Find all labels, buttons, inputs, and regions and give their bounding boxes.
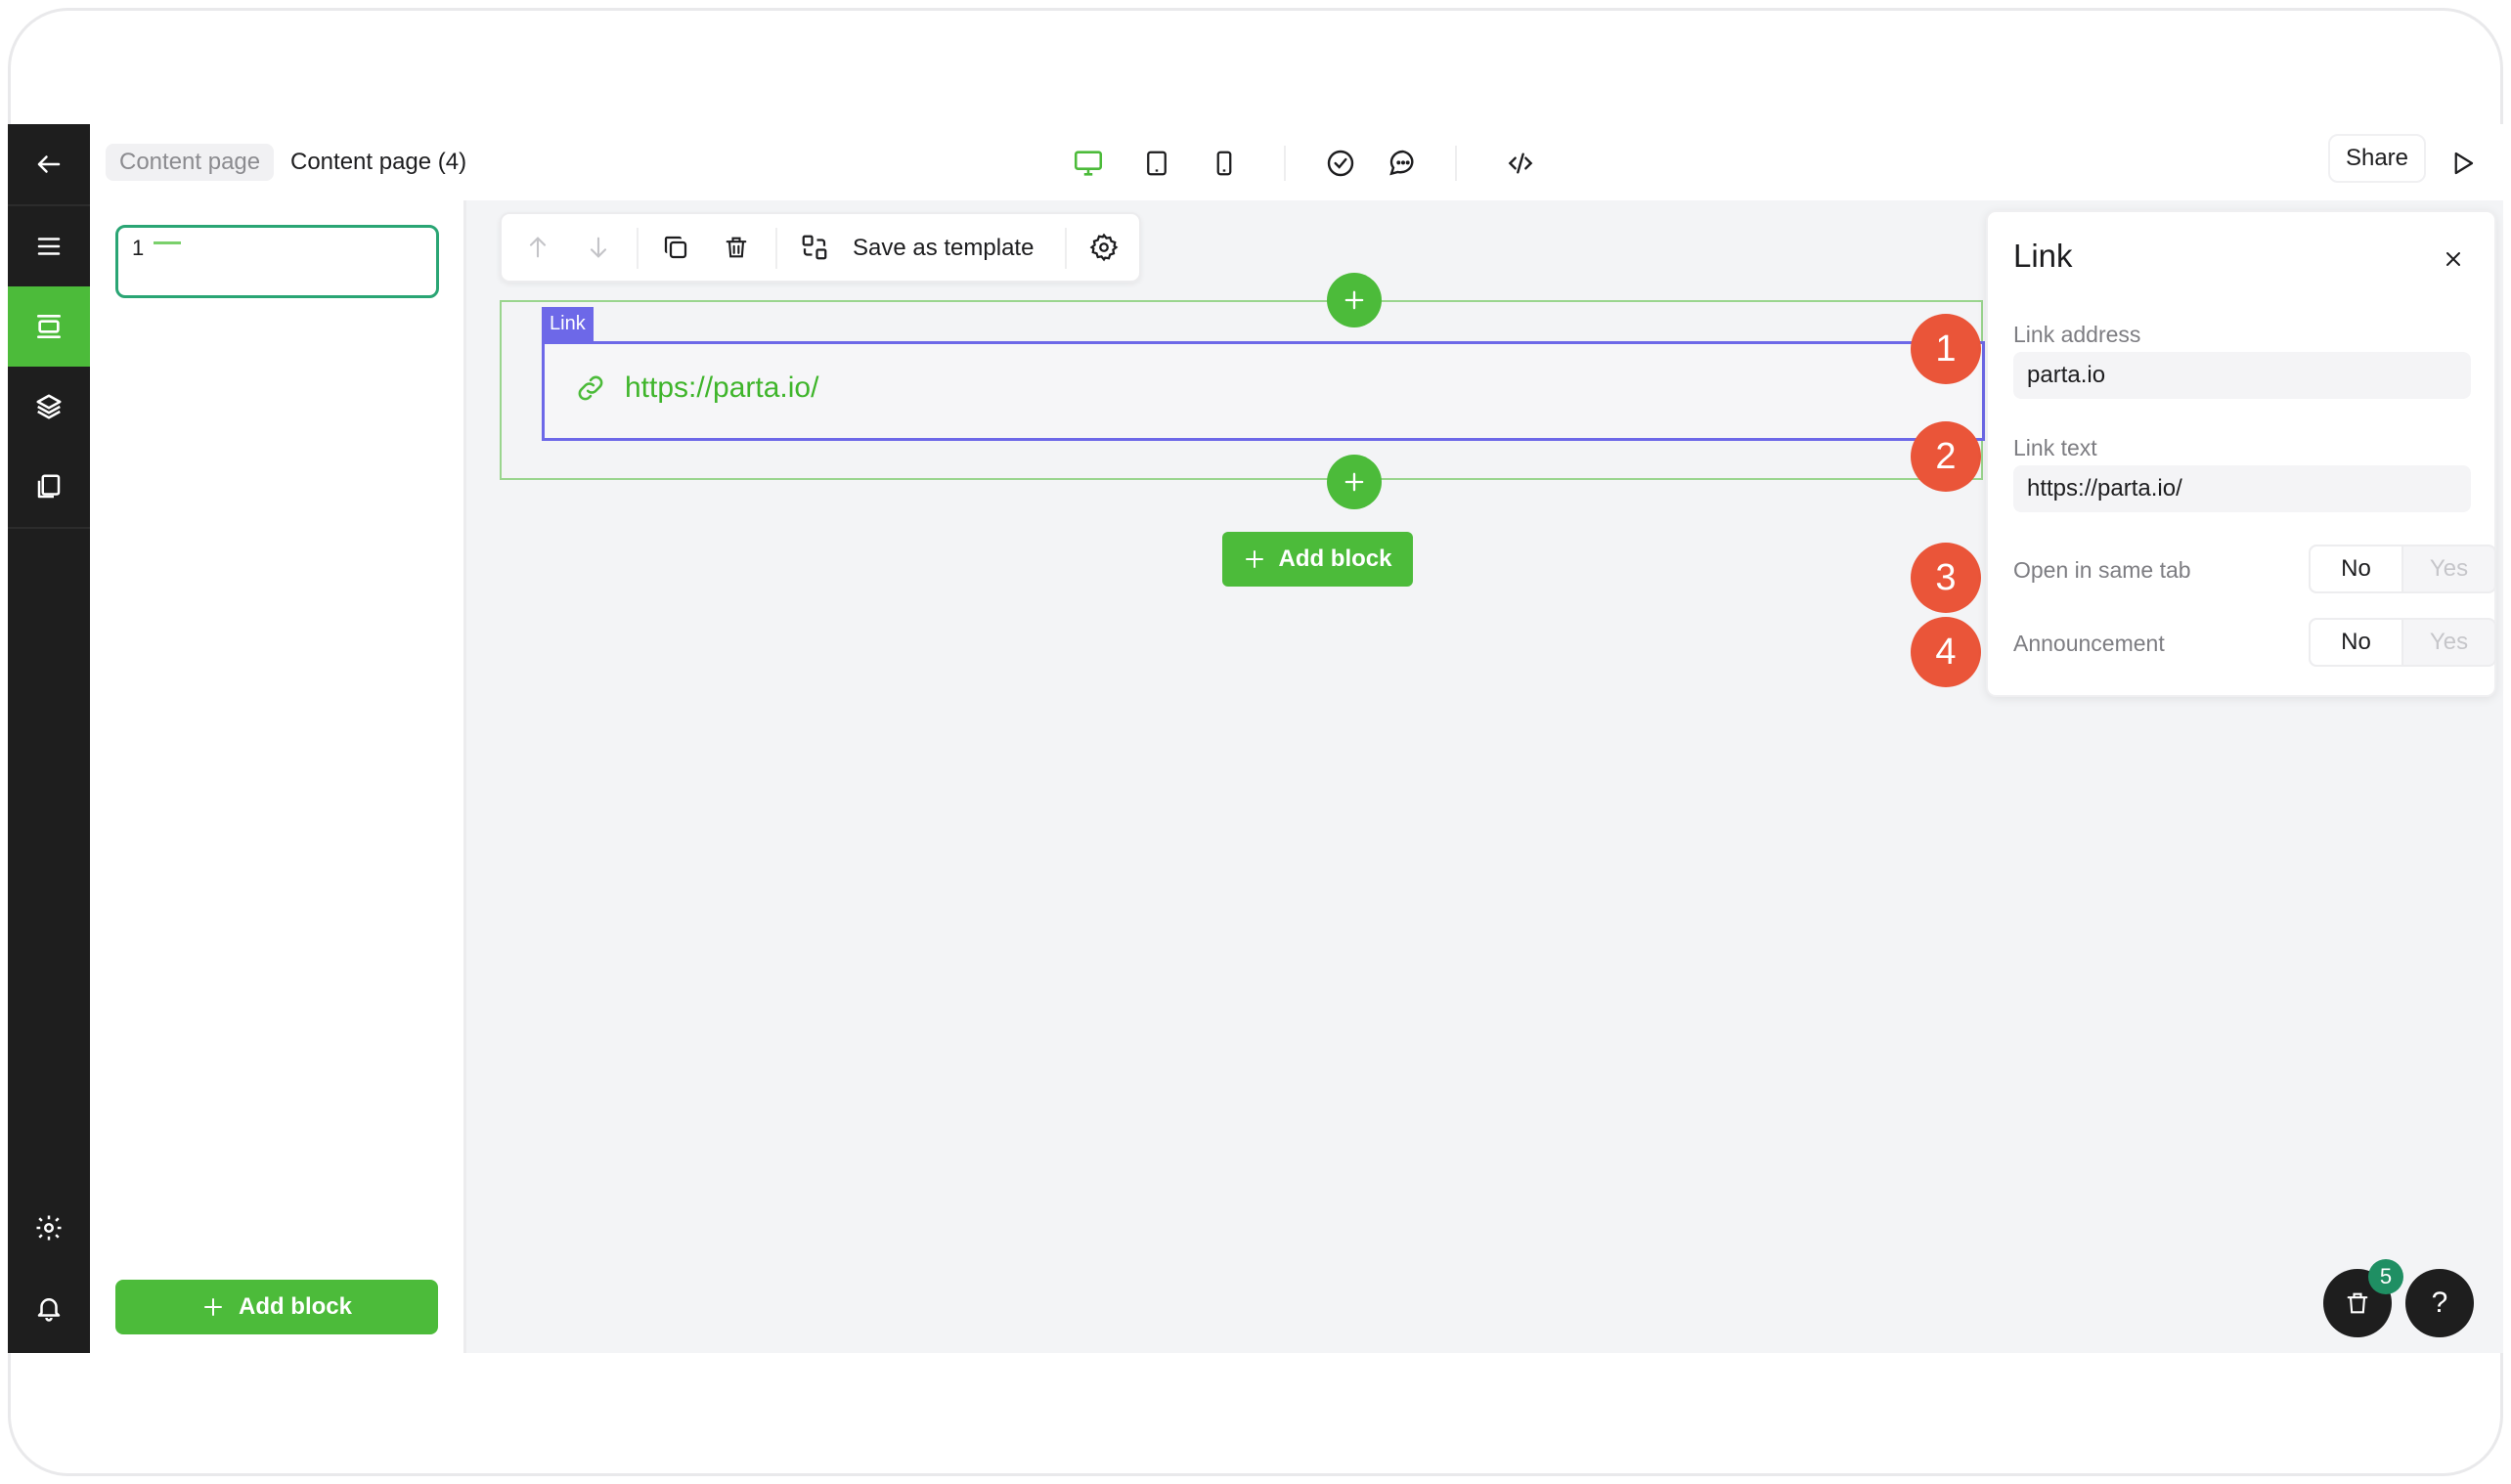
block-toolbar: Save as template (500, 212, 1141, 283)
link-address-input[interactable]: parta.io (2013, 352, 2471, 399)
insert-above-plus-icon[interactable] (1327, 273, 1382, 327)
page-thumbnail[interactable]: 1 (115, 225, 439, 298)
help-button[interactable]: ? (2405, 1269, 2474, 1337)
link-text-input[interactable]: https://parta.io/ (2013, 465, 2471, 512)
code-icon[interactable] (1499, 142, 1542, 185)
link-text-label: Link text (2013, 435, 2097, 460)
add-block-button-sidebar[interactable]: Add block (115, 1280, 438, 1334)
layers-icon[interactable] (8, 367, 90, 447)
move-up-icon[interactable] (516, 226, 559, 269)
plus-icon (203, 1298, 222, 1316)
add-block-label: Add block (1278, 546, 1392, 572)
comment-icon[interactable] (1382, 142, 1425, 185)
icon-rail (8, 124, 90, 1353)
announcement-toggle: No Yes (2309, 618, 2496, 667)
save-as-template-button[interactable]: Save as template (853, 235, 1035, 261)
open-same-tab-no-option[interactable]: No (2311, 546, 2403, 591)
trash-count-badge: 5 (2368, 1259, 2403, 1294)
block-type-tag: Link (542, 307, 594, 341)
menu-icon[interactable] (8, 206, 90, 286)
trash-icon[interactable] (715, 226, 758, 269)
link-icon (578, 375, 603, 401)
blocks-icon[interactable] (8, 286, 90, 367)
tablet-view-icon[interactable] (1135, 142, 1178, 185)
add-block-button-canvas[interactable]: Add block (1222, 532, 1413, 587)
bell-icon[interactable] (8, 1268, 90, 1348)
callout-marker: 4 (1911, 617, 1981, 687)
duplicate-icon[interactable] (654, 226, 697, 269)
insert-below-plus-icon[interactable] (1327, 455, 1382, 509)
editor-canvas: Save as template Link https://parta.io/ … (466, 200, 2503, 1353)
page-thumbnail-number: 1 (132, 236, 145, 260)
callout-marker: 1 (1911, 314, 1981, 384)
move-down-icon[interactable] (577, 226, 620, 269)
swap-block-icon[interactable] (793, 226, 836, 269)
share-button[interactable]: Share (2328, 134, 2426, 183)
plus-icon (1246, 550, 1264, 568)
back-arrow-icon[interactable] (8, 124, 90, 204)
callout-marker: 3 (1911, 543, 1981, 613)
open-same-tab-yes-option[interactable]: Yes (2429, 555, 2469, 582)
breadcrumb-parent[interactable]: Content page (106, 144, 275, 181)
announcement-no-option[interactable]: No (2311, 620, 2403, 665)
open-same-tab-label: Open in same tab (2013, 557, 2191, 583)
announcement-label: Announcement (2013, 631, 2165, 656)
pages-icon[interactable] (8, 447, 90, 527)
app: Content page Content page (4) Share 1 (8, 124, 2503, 1353)
page-thumbnail-preview (154, 241, 181, 244)
link-properties-panel: Link Link address parta.io Link text htt… (1986, 210, 2496, 697)
settings-gear-icon[interactable] (8, 1188, 90, 1268)
block-settings-gear-icon[interactable] (1082, 226, 1125, 269)
breadcrumb-current: Content page (4) (290, 149, 467, 175)
page-list-panel: 1 Add block (90, 200, 466, 1353)
top-bar: Content page Content page (4) Share (90, 124, 2503, 200)
close-icon[interactable] (2438, 243, 2469, 275)
trash-bin-icon (2347, 1292, 2368, 1314)
announcement-yes-option[interactable]: Yes (2429, 629, 2469, 655)
link-block[interactable]: https://parta.io/ (542, 341, 1985, 441)
callout-marker: 2 (1911, 421, 1981, 492)
check-circle-icon[interactable] (1319, 142, 1362, 185)
link-address-label: Link address (2013, 322, 2141, 347)
mobile-view-icon[interactable] (1203, 142, 1246, 185)
open-same-tab-toggle: No Yes (2309, 545, 2496, 593)
add-block-label: Add block (238, 1293, 352, 1320)
desktop-view-icon[interactable] (1067, 142, 1110, 185)
play-preview-icon[interactable] (2441, 142, 2484, 185)
panel-title: Link (2013, 238, 2073, 274)
link-block-text[interactable]: https://parta.io/ (625, 371, 819, 404)
section-container[interactable]: Link https://parta.io/ (500, 300, 1985, 480)
